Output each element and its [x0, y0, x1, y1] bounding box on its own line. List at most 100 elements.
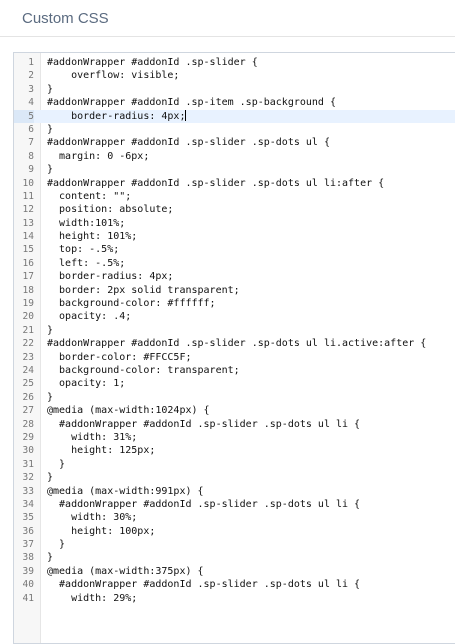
line-number: 41	[22, 592, 34, 604]
line-number: 33	[22, 485, 34, 497]
code-line[interactable]: 35 width: 30%;	[14, 511, 455, 524]
code-text: #addonWrapper #addonId .sp-slider .sp-do…	[47, 579, 361, 591]
code-text: background-color: #ffffff;	[47, 298, 216, 310]
code-text: border-color: #FFCC5F;	[47, 351, 192, 363]
code-line[interactable]: 8 margin: 0 -6px;	[14, 150, 455, 163]
code-line[interactable]: 4#addonWrapper #addonId .sp-item .sp-bac…	[14, 96, 455, 109]
code-line[interactable]: 39@media (max-width:375px) {	[14, 565, 455, 578]
code-text: height: 125px;	[47, 445, 156, 457]
line-number: 1	[28, 57, 34, 68]
code-line[interactable]: 16 left: -.5%;	[14, 257, 455, 270]
code-text: }	[47, 164, 54, 176]
code-line[interactable]: 2 overflow: visible;	[14, 69, 455, 82]
code-text: #addonWrapper #addonId .sp-slider .sp-do…	[47, 137, 330, 149]
code-line[interactable]: 9}	[14, 163, 455, 176]
code-line[interactable]: 41 width: 29%;	[14, 592, 455, 605]
code-text: width: 31%;	[47, 431, 138, 443]
code-text: margin: 0 -6px;	[47, 150, 150, 162]
code-line[interactable]: 29 width: 31%;	[14, 431, 455, 444]
line-number: 13	[22, 217, 34, 229]
line-number: 8	[28, 150, 34, 162]
line-number: 23	[22, 351, 34, 363]
code-text: #addonWrapper #addonId .sp-slider .sp-do…	[47, 177, 385, 189]
code-line[interactable]: 37 }	[14, 538, 455, 551]
code-text: }	[47, 458, 66, 470]
code-text: top: -.5%;	[47, 244, 120, 256]
code-text: width:101%;	[47, 217, 126, 229]
line-number: 3	[28, 83, 34, 95]
code-line[interactable]: 27@media (max-width:1024px) {	[14, 404, 455, 417]
line-number: 34	[22, 498, 34, 510]
code-line[interactable]: 17 border-radius: 4px;	[14, 270, 455, 283]
line-number: 21	[22, 324, 34, 336]
code-line[interactable]: 33@media (max-width:991px) {	[14, 485, 455, 498]
code-text: border-radius: 4px;	[47, 271, 174, 283]
code-text: width: 29%;	[47, 592, 138, 604]
code-text: left: -.5%;	[47, 257, 126, 269]
code-line[interactable]: 10#addonWrapper #addonId .sp-slider .sp-…	[14, 177, 455, 190]
code-line[interactable]: 7#addonWrapper #addonId .sp-slider .sp-d…	[14, 136, 455, 149]
line-number: 38	[22, 552, 34, 564]
code-line[interactable]: 30 height: 125px;	[14, 444, 455, 457]
line-number: 26	[22, 391, 34, 403]
code-line[interactable]: 15 top: -.5%;	[14, 243, 455, 256]
code-line[interactable]: 34 #addonWrapper #addonId .sp-slider .sp…	[14, 498, 455, 511]
line-number: 27	[22, 405, 34, 417]
code-line[interactable]: 31 }	[14, 458, 455, 471]
line-number: 15	[22, 244, 34, 256]
code-line[interactable]: 18 border: 2px solid transparent;	[14, 284, 455, 297]
code-text: }	[47, 83, 54, 95]
code-text: background-color: transparent;	[47, 364, 240, 376]
line-number: 4	[28, 97, 34, 109]
code-line[interactable]: 28 #addonWrapper #addonId .sp-slider .sp…	[14, 418, 455, 431]
line-number: 36	[22, 525, 34, 537]
code-line[interactable]: 25 opacity: 1;	[14, 377, 455, 390]
code-text: }	[47, 391, 54, 403]
code-line[interactable]: 21}	[14, 324, 455, 337]
code-text: }	[47, 123, 54, 135]
text-cursor	[185, 109, 187, 121]
line-number: 40	[22, 579, 34, 591]
code-line[interactable]: 24 background-color: transparent;	[14, 364, 455, 377]
code-line[interactable]: 32}	[14, 471, 455, 484]
code-text: overflow: visible;	[47, 70, 180, 82]
code-lines[interactable]: 1 #addonWrapper #addonId .sp-slider {2 ov…	[14, 53, 455, 605]
line-number: 39	[22, 565, 34, 577]
code-line[interactable]: 11 content: "";	[14, 190, 455, 203]
code-line[interactable]: 13 width:101%;	[14, 217, 455, 230]
code-line[interactable]: 36 height: 100px;	[14, 525, 455, 538]
line-number: 19	[22, 298, 34, 310]
code-line[interactable]: 19 background-color: #ffffff;	[14, 297, 455, 310]
line-number: 30	[22, 445, 34, 457]
code-line[interactable]: 22#addonWrapper #addonId .sp-slider .sp-…	[14, 337, 455, 350]
code-line[interactable]: 38}	[14, 551, 455, 564]
code-text: }	[47, 539, 66, 551]
panel-header: Custom CSS	[0, 0, 455, 37]
line-number: 32	[22, 472, 34, 484]
code-text: height: 100px;	[47, 525, 156, 537]
code-line[interactable]: 23 border-color: #FFCC5F;	[14, 351, 455, 364]
code-line[interactable]: 20 opacity: .4;	[14, 310, 455, 323]
code-line[interactable]: 40 #addonWrapper #addonId .sp-slider .sp…	[14, 578, 455, 591]
code-text: width: 30%;	[47, 512, 138, 524]
code-line[interactable]: 12 position: absolute;	[14, 203, 455, 216]
line-number: 12	[22, 204, 34, 216]
code-line[interactable]: 6}	[14, 123, 455, 136]
code-text: #addonWrapper #addonId .sp-slider {	[47, 57, 258, 68]
code-line[interactable]: 14 height: 101%;	[14, 230, 455, 243]
line-number: 25	[22, 378, 34, 390]
code-line[interactable]: 1 #addonWrapper #addonId .sp-slider {	[14, 56, 455, 69]
line-number: 20	[22, 311, 34, 323]
line-number: 28	[22, 418, 34, 430]
code-text: #addonWrapper #addonId .sp-slider .sp-do…	[47, 338, 427, 350]
panel-title: Custom CSS	[22, 9, 109, 27]
code-line[interactable]: 26}	[14, 391, 455, 404]
code-line[interactable]: 5 border-radius: 4px;	[14, 109, 455, 123]
line-number: 14	[22, 231, 34, 243]
code-text: border: 2px solid transparent;	[47, 284, 240, 296]
code-text: border-radius: 4px;	[47, 109, 187, 122]
css-code-editor[interactable]: 1 #addonWrapper #addonId .sp-slider {2 ov…	[13, 52, 455, 644]
code-text: position: absolute;	[47, 204, 174, 216]
code-line[interactable]: 3}	[14, 83, 455, 96]
line-number: 18	[22, 284, 34, 296]
